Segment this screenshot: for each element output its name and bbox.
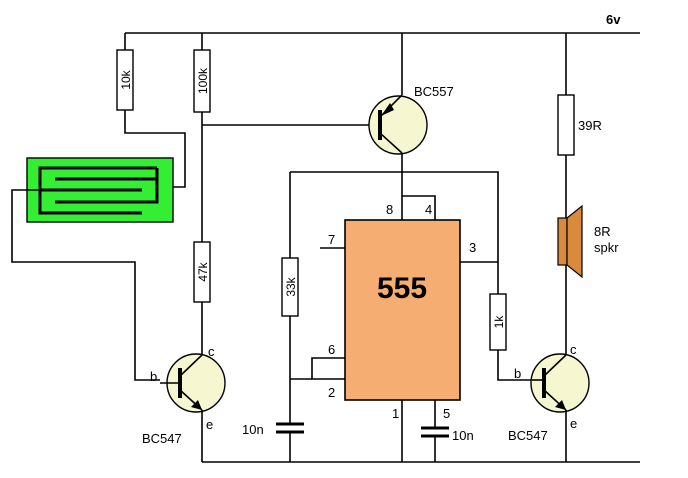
resistor-33k: 33k [281, 172, 312, 424]
ic-555: 555 8 4 7 3 6 2 1 5 [290, 171, 499, 462]
resistor-10k: 10k [116, 33, 186, 188]
npn-left-label: BC547 [142, 431, 182, 446]
supply-rail: 6v [125, 12, 640, 34]
npn-right-c: c [570, 342, 577, 357]
speaker: 8R spkr [557, 204, 619, 355]
ic-pin-8: 8 [386, 202, 393, 217]
ic-name: 555 [377, 272, 427, 305]
resistor-39r: 39R [557, 33, 602, 218]
resistor-39r-label: 39R [578, 118, 602, 133]
ic-body [344, 219, 461, 401]
ic-pin-5: 5 [443, 406, 450, 421]
capacitor-left-label: 10n [242, 422, 264, 437]
speaker-cone [566, 204, 583, 279]
npn-left-e: e [206, 417, 213, 432]
ic-pin-4: 4 [425, 202, 432, 217]
capacitor-left: 10n [242, 422, 304, 462]
ic-pin-6: 6 [328, 342, 335, 357]
ic-pin-2: 2 [328, 385, 335, 400]
ic-pin-1: 1 [392, 406, 399, 421]
pnp-label: BC557 [414, 84, 454, 99]
speaker-label-1: 8R [594, 224, 611, 239]
resistor-47k: 47k [193, 241, 211, 355]
resistor-47k-label: 47k [196, 261, 210, 281]
speaker-magnet [557, 217, 568, 266]
resistor-10k-label: 10k [119, 69, 133, 89]
moisture-sensor [11, 157, 174, 381]
ic-pin-3: 3 [469, 240, 476, 255]
resistor-1k-label: 1k [492, 315, 506, 329]
npn-left-c: c [208, 344, 215, 359]
capacitor-right-label: 10n [452, 428, 474, 443]
transistor-pnp: BC557 [368, 33, 454, 220]
speaker-label-2: spkr [594, 240, 619, 255]
resistor-100k: 100k [193, 33, 380, 242]
npn-right-b: b [514, 366, 521, 381]
resistor-100k-label: 100k [196, 67, 210, 94]
npn-right-label: BC547 [508, 428, 548, 443]
resistor-1k: 1k [489, 262, 532, 381]
npn-left-b: b [150, 369, 157, 384]
transistor-npn-left: b c e BC547 [142, 344, 226, 462]
npn-right-e: e [570, 416, 577, 431]
ic-pin-7: 7 [328, 232, 335, 247]
transistor-npn-right: b c e BC547 [508, 342, 590, 462]
capacitor-right: 10n [421, 426, 474, 462]
supply-label: 6v [606, 12, 621, 27]
resistor-33k-label: 33k [284, 276, 298, 296]
